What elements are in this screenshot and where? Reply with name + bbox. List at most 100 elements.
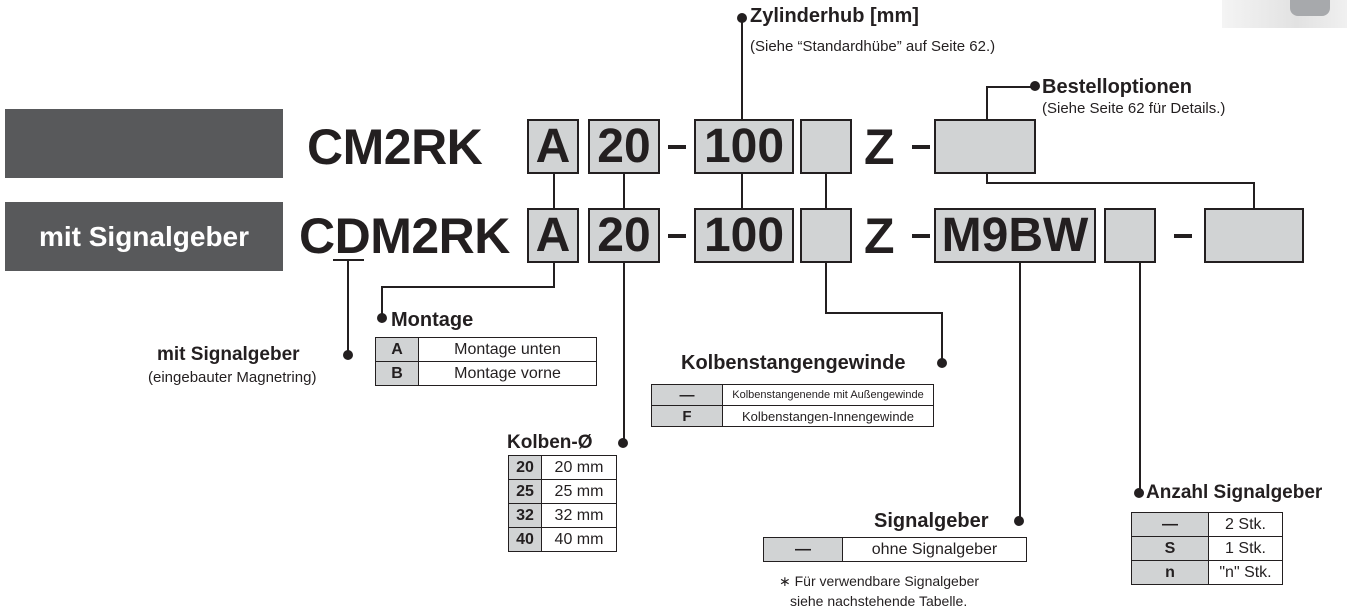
options-leader (986, 86, 988, 119)
separator-dash (668, 145, 686, 149)
rod-thread-title: Kolbenstangengewinde (681, 352, 906, 374)
options-link (1253, 182, 1255, 208)
options-link (986, 174, 988, 183)
stroke-note: (Siehe “Standardhübe” auf Seite 62.) (750, 38, 996, 55)
code-box-bore-1: 20 (588, 119, 660, 174)
switch-count-value: 2 Stk. (1208, 512, 1283, 537)
code-box-switch-model: M9BW (934, 208, 1096, 263)
code-box-options-2 (1204, 208, 1304, 263)
rod-thread-leader (825, 312, 943, 314)
mounting-table: A Montage unten B Montage vorne (375, 337, 597, 386)
switch-count-value: "n" Stk. (1208, 560, 1283, 585)
table-row: — 2 Stk. (1131, 512, 1283, 537)
mounting-key: B (375, 361, 419, 386)
mounting-link (553, 174, 555, 208)
options-leader (986, 86, 1034, 88)
with-switch-title: mit Signalgeber (157, 344, 300, 365)
rod-thread-leader (941, 312, 943, 362)
table-row: 20 20 mm (508, 455, 617, 480)
rod-thread-value: Kolbenstangen-Innengewinde (722, 405, 934, 427)
switch-count-title: Anzahl Signalgeber (1146, 482, 1323, 503)
code-box-rod-thread-1 (800, 119, 852, 174)
with-switch-leader (347, 261, 349, 353)
switch-key: — (763, 537, 843, 562)
stroke-leader (741, 18, 743, 119)
code-box-stroke-2: 100 (694, 208, 794, 263)
switch-count-key: — (1131, 512, 1209, 537)
table-row: n "n" Stk. (1131, 560, 1283, 585)
bore-key: 25 (508, 479, 542, 504)
code-box-options-1 (934, 119, 1036, 174)
switch-count-table: — 2 Stk. S 1 Stk. n "n" Stk. (1131, 512, 1283, 585)
code-box-bore-2: 20 (588, 208, 660, 263)
bore-table: 20 20 mm 25 25 mm 32 32 mm 40 40 mm (508, 455, 617, 552)
bore-key: 40 (508, 527, 542, 552)
rod-thread-dot (937, 358, 947, 368)
rod-thread-link (825, 174, 827, 208)
rod-thread-key: F (651, 405, 723, 427)
rod-thread-value: Kolbenstangenende mit Außengewinde (722, 384, 934, 406)
table-row: — ohne Signalgeber (763, 537, 1027, 562)
switch-dot (1014, 516, 1024, 526)
product-photo-detail (1290, 0, 1330, 16)
separator-dash (668, 234, 686, 238)
mounting-leader (553, 263, 555, 287)
table-row: S 1 Stk. (1131, 536, 1283, 561)
switch-count-key: S (1131, 536, 1209, 561)
separator-dash (912, 234, 930, 238)
bore-value: 40 mm (541, 527, 617, 552)
table-row: 25 25 mm (508, 479, 617, 504)
d-underline (333, 259, 364, 261)
switch-note-2: siehe nachstehende Tabelle. (790, 593, 968, 609)
mounting-value: Montage unten (418, 337, 597, 362)
table-row: 40 40 mm (508, 527, 617, 552)
code-box-mounting-1: A (527, 119, 579, 174)
mounting-title: Montage (391, 309, 474, 331)
switch-value: ohne Signalgeber (842, 537, 1027, 562)
bore-value: 25 mm (541, 479, 617, 504)
banner-standard (5, 109, 283, 178)
bore-value: 32 mm (541, 503, 617, 528)
table-row: B Montage vorne (375, 361, 597, 386)
stroke-title: Zylinderhub [mm] (750, 5, 919, 27)
switch-leader (1019, 263, 1021, 519)
bore-key: 20 (508, 455, 542, 480)
switch-title: Signalgeber (874, 510, 989, 532)
bore-key: 32 (508, 503, 542, 528)
mounting-dot (377, 313, 387, 323)
code-box-switch-count (1104, 208, 1156, 263)
code-z-1: Z (864, 119, 895, 175)
switch-count-value: 1 Stk. (1208, 536, 1283, 561)
table-row: A Montage unten (375, 337, 597, 362)
with-switch-dot (343, 350, 353, 360)
bore-dot (618, 438, 628, 448)
mounting-leader (381, 286, 555, 288)
code-box-rod-thread-2 (800, 208, 852, 263)
separator-dash (1174, 234, 1192, 238)
mounting-key: A (375, 337, 419, 362)
switch-table: — ohne Signalgeber (763, 537, 1027, 562)
switch-note-1: ∗ Für verwendbare Signalgeber (779, 573, 980, 589)
mounting-value: Montage vorne (418, 361, 597, 386)
bore-title: Kolben-Ø (507, 432, 593, 453)
switch-count-key: n (1131, 560, 1209, 585)
table-row: 32 32 mm (508, 503, 617, 528)
model-code-line2: CDM2RK (299, 208, 510, 264)
banner-with-switch: mit Signalgeber (5, 202, 283, 271)
switch-count-dot (1134, 488, 1144, 498)
switch-count-leader (1139, 263, 1141, 492)
code-z-2: Z (864, 208, 895, 264)
with-switch-note: (eingebauter Magnetring) (148, 369, 317, 386)
bore-value: 20 mm (541, 455, 617, 480)
stroke-leader (741, 174, 743, 208)
code-box-stroke-1: 100 (694, 119, 794, 174)
bore-leader (623, 263, 625, 441)
options-link (986, 182, 1254, 184)
table-row: — Kolbenstangenende mit Außengewinde (651, 384, 934, 406)
code-box-mounting-2: A (527, 208, 579, 263)
table-row: F Kolbenstangen-Innengewinde (651, 405, 934, 427)
options-note: (Siehe Seite 62 für Details.) (1042, 100, 1226, 117)
mounting-leader (381, 286, 383, 317)
options-dot (1030, 81, 1040, 91)
rod-thread-key: — (651, 384, 723, 406)
